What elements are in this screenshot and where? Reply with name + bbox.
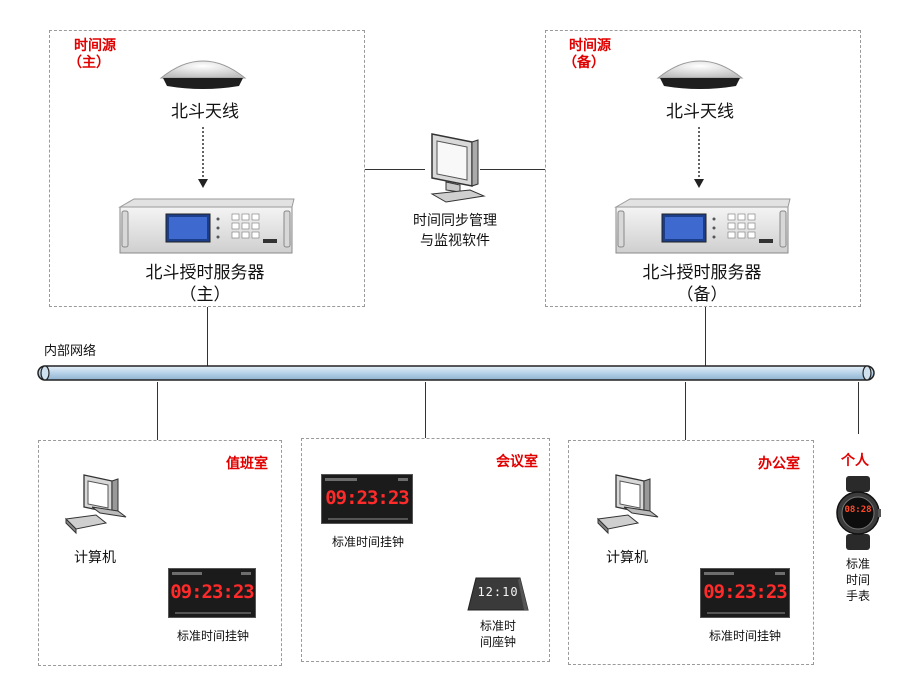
office-title: 办公室 (758, 456, 800, 472)
server-backup-label: 北斗授时服务器 （备） (642, 263, 762, 305)
drop-backup-server (705, 307, 706, 367)
drop-office (685, 382, 686, 440)
arrow-main (198, 127, 208, 188)
office-box (568, 440, 814, 665)
server-backup-icon (614, 198, 791, 254)
wall-clock-office-time: 09:23:23 (703, 581, 788, 603)
wall-clock-meeting-label: 标准时间挂钟 (331, 535, 404, 549)
arrow-backup (694, 127, 704, 188)
wall-clock-meeting-time: 09:23:23 (325, 487, 410, 509)
computer-duty-label: 计算机 (74, 550, 116, 566)
source-backup-box (545, 30, 861, 307)
source-main-box (49, 30, 365, 307)
source-backup-title: 时间源 （备） (563, 38, 611, 71)
monitor-label: 时间同步管理 与监视软件 (413, 213, 497, 249)
duty-room-title: 值班室 (226, 456, 268, 472)
computer-office-label: 计算机 (606, 550, 648, 566)
meeting-room-title: 会议室 (496, 454, 538, 470)
antenna-main-icon (159, 60, 247, 89)
wall-clock-duty: 09:23:23 (168, 568, 256, 618)
computer-office-icon (596, 474, 659, 535)
watch-icon (836, 476, 881, 550)
network-bus (37, 365, 875, 381)
monitor-link-left (365, 169, 425, 170)
watch-time: 08:28 (844, 505, 872, 515)
drop-meeting-room (425, 382, 426, 438)
wall-clock-meeting: 09:23:23 (321, 474, 413, 524)
computer-duty-icon (64, 474, 127, 535)
wall-clock-office-label: 标准时间挂钟 (708, 629, 781, 643)
duty-room-box (38, 440, 282, 666)
source-main-title: 时间源 （主） (68, 38, 116, 71)
watch-label: 标准 时间 手表 (845, 557, 870, 603)
drop-personal (858, 382, 859, 434)
desk-clock-body-icon (467, 577, 529, 611)
network-label: 内部网络 (44, 344, 97, 359)
wall-clock-duty-label: 标准时间挂钟 (176, 629, 249, 643)
antenna-backup-label: 北斗天线 (666, 102, 734, 122)
wall-clock-office: 09:23:23 (700, 568, 790, 618)
antenna-backup-icon (656, 60, 744, 89)
desk-clock: 12:10 (466, 576, 530, 612)
antenna-main-label: 北斗天线 (171, 102, 239, 122)
server-main-icon (118, 198, 295, 254)
monitor-link-right (480, 169, 545, 170)
drop-main-server (207, 307, 208, 367)
drop-duty-room (157, 382, 158, 440)
meeting-room-box (301, 438, 550, 662)
desk-clock-time: 12:10 (477, 585, 519, 599)
desk-clock-label: 标准时 间座钟 (479, 619, 516, 649)
monitor-icon (430, 133, 486, 203)
wall-clock-duty-time: 09:23:23 (170, 581, 255, 603)
server-main-label: 北斗授时服务器 （主） (145, 263, 265, 305)
personal-title: 个人 (841, 453, 869, 469)
